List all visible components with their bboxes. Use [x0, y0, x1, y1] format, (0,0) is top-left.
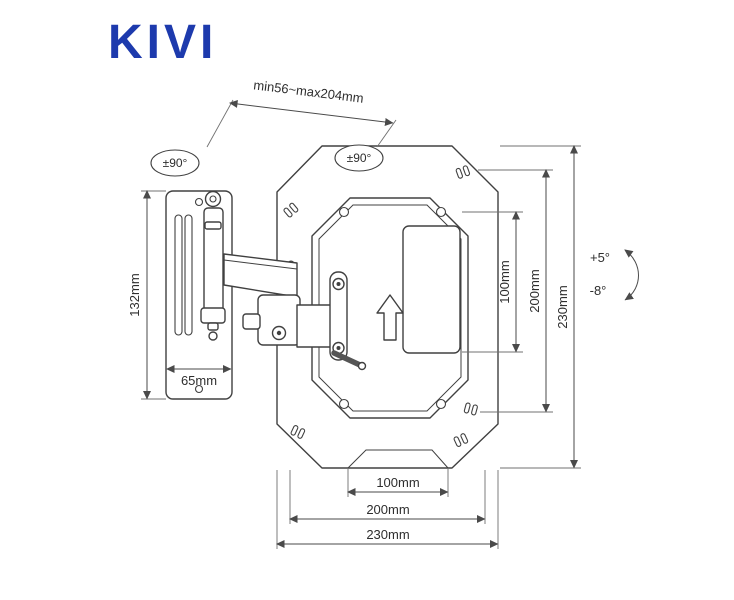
pivot-nut [204, 221, 222, 230]
swivel-badge-right [334, 144, 384, 172]
dim-label-plate-height-230: 230mm [555, 285, 570, 328]
elbow-side-tab [242, 313, 261, 330]
swivel-badge-left [150, 149, 200, 177]
dim-label-wall-plate-height: 132mm [127, 273, 142, 316]
arm-edge-line [223, 259, 298, 270]
dim-label-vesa-height-100: 100mm [497, 260, 512, 303]
dim-label-vesa-width-200: 200mm [366, 502, 409, 517]
dim-label-vesa-height-200: 200mm [527, 269, 542, 312]
wall-hole [194, 197, 204, 207]
tilt-up-label: +5° [590, 250, 610, 265]
lower-clamp-tab [207, 322, 219, 331]
dim-label-wall-plate-width: 65mm [181, 373, 217, 388]
mounting-slot-pair [453, 433, 469, 447]
inner-octagon-inner [318, 204, 462, 412]
strip-bolt-center [336, 346, 341, 350]
arm-plate-connector [296, 304, 335, 348]
lower-clamp-bolt [208, 331, 218, 341]
bottom-trapezoid-feature [347, 449, 449, 469]
dim-line-arm-extension [229, 99, 394, 126]
wall-slot [174, 214, 183, 336]
screw-hole [338, 206, 350, 218]
wall-slot [184, 214, 193, 336]
brand-logo: KIVI [108, 16, 217, 69]
tilt-arc-arrow [624, 249, 639, 301]
elbow-bolt-center [276, 330, 282, 336]
extension-line [206, 99, 234, 148]
wall-hole [194, 384, 204, 394]
screw-hole [435, 398, 447, 410]
mounting-slot-pair [283, 202, 299, 218]
tilt-lever [331, 350, 363, 368]
pivot-bolt-center [209, 195, 217, 203]
tilt-down-label: -8° [590, 283, 607, 298]
lever-end-bolt [357, 361, 367, 371]
swivel-badges: ±90° ±90° [150, 144, 384, 177]
up-arrow-icon [376, 294, 404, 341]
mounting-slot-pair [290, 425, 306, 439]
mounting-slot-pair [455, 165, 471, 179]
screw-hole [435, 206, 447, 218]
extension-line [376, 119, 397, 148]
center-opening [402, 225, 461, 354]
mounting-slot-pair [463, 402, 478, 416]
dim-label-plate-width-230: 230mm [366, 527, 409, 542]
tv-plate [276, 145, 499, 469]
screw-hole [338, 398, 350, 410]
lower-clamp [200, 307, 226, 324]
strip-bolt-center [336, 282, 341, 286]
attachment-strip [329, 271, 348, 361]
swivel-badge-left-label: ±90° [163, 156, 188, 170]
dim-label-vesa-width-100: 100mm [376, 475, 419, 490]
swivel-badge-right-label: ±90° [347, 151, 372, 165]
articulating-arm [200, 190, 367, 371]
dim-label-arm-extension: min56~max204mm [253, 77, 365, 105]
